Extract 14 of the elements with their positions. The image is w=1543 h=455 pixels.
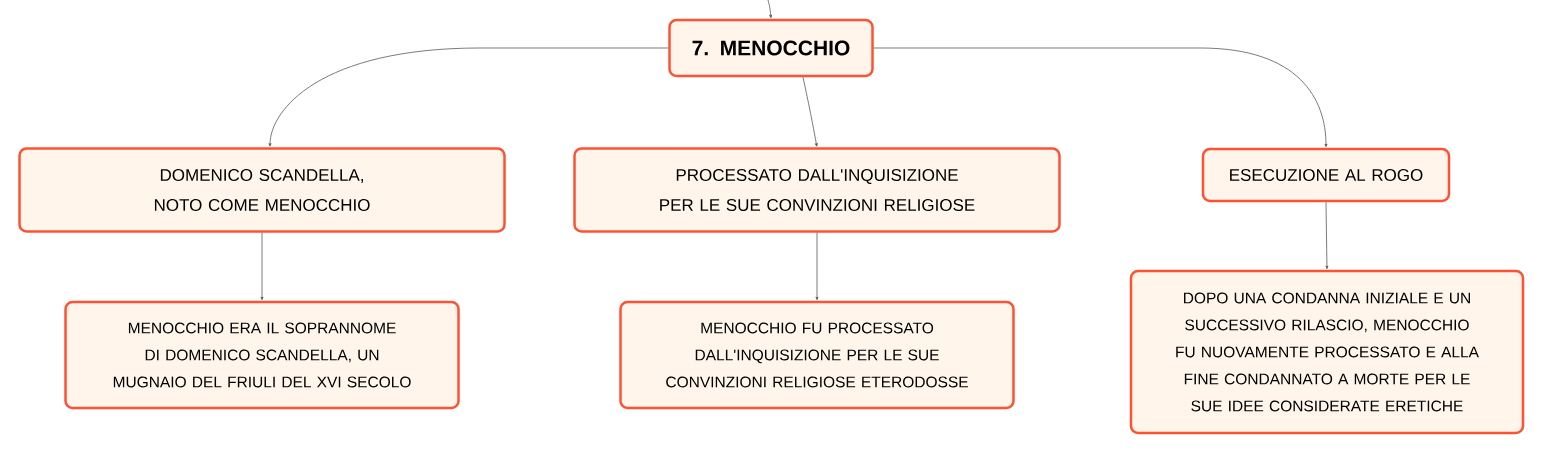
arrow [815, 232, 819, 301]
detail-box: DOPO UNA CONDANNA INIZIALE E UN SUCCESSIVO RILASCIO, MENOCCHIO FU NUOVAMENTE PROCESSATO E ALLA FINE CONDANNATO A MORTE PER LE SUE IDEE CONSIDERATE ERETICHE [1129, 269, 1525, 435]
arrow [767, 0, 773, 19]
subtopic-box: PROCESSATO DALL'INQUISIZIONE PER LE SUE CONVINZIONI RELIGIOSE [573, 147, 1061, 233]
topic-box: 7. MENOCCHIO [668, 18, 874, 78]
arrow [802, 76, 818, 147]
arrow [1325, 201, 1329, 270]
subtopic-box: DOMENICO SCANDELLA, NOTO COME MENOCCHIO [18, 147, 506, 233]
arrow [260, 232, 264, 301]
arrow [268, 47, 669, 147]
arrow [873, 47, 1328, 148]
subtopic-box: ESECUZIONE AL ROGO [1201, 147, 1451, 203]
detail-box: MENOCCHIO ERA IL SOPRANNOME DI DOMENICO SCANDELLA, UN MUGNAIO DEL FRIULI DEL XVI SECOLO [64, 300, 460, 410]
detail-box: MENOCCHIO FU PROCESSATO DALL'INQUISIZIONE PER LE SUE CONVINZIONI RELIGIOSE ETERODOSSE [619, 300, 1015, 410]
